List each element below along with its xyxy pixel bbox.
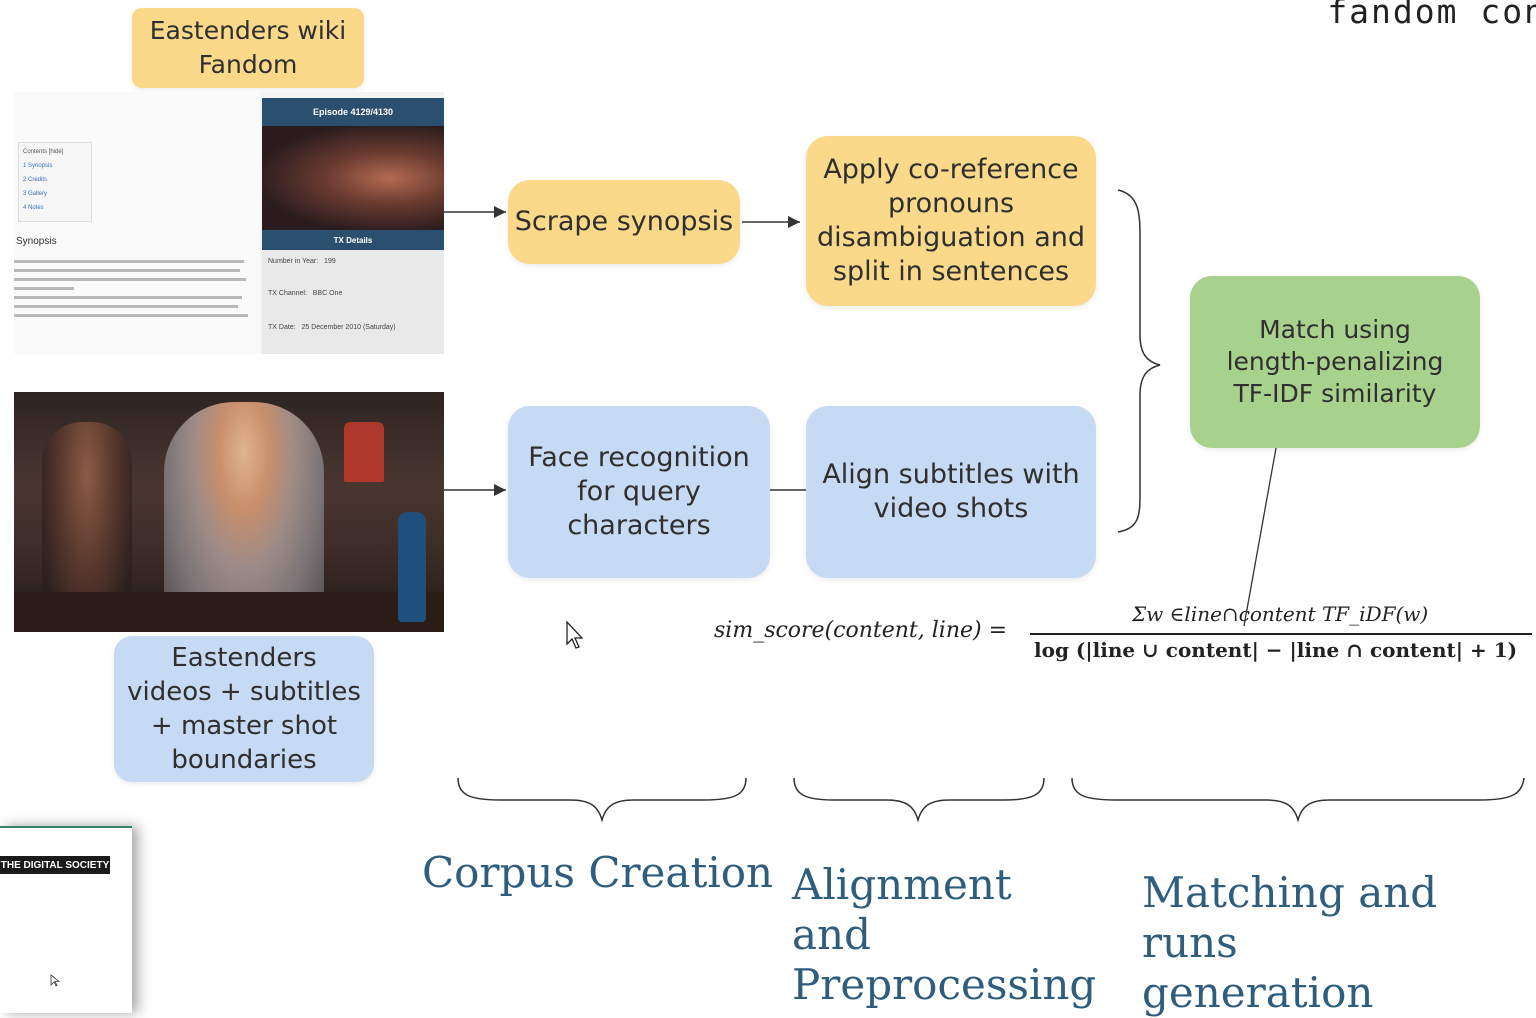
cursor-icon xyxy=(566,620,584,649)
tx-row: TX Channel: BBC One xyxy=(268,290,343,297)
brace-alignment xyxy=(793,777,1045,823)
bar-counter-shape xyxy=(14,592,444,632)
top-right-caption: fandom con xyxy=(1327,0,1536,31)
brace-matching xyxy=(1071,777,1525,823)
line-match-to-formula xyxy=(1243,447,1277,627)
toc-title: Contents [hide] xyxy=(23,149,64,155)
toc-item: 4 Notes xyxy=(23,205,44,211)
face-recognition-node: Face recognition for query characters xyxy=(508,406,770,578)
toc-item: 1 Synopsis xyxy=(23,163,53,169)
presenter-thumbnail: THE DIGITAL SOCIETY xyxy=(0,826,132,1013)
episode-image xyxy=(262,126,444,230)
wiki-source-label: Eastenders wiki Fandom xyxy=(132,8,364,88)
synopsis-text-lines xyxy=(14,254,254,323)
episode-header: Episode 4129/4130 xyxy=(262,98,444,126)
wiki-page-left: Contents [hide] 1 Synopsis 2 Credits 3 G… xyxy=(14,92,260,354)
bottle-shape xyxy=(398,512,426,622)
tx-row: Number in Year: 199 xyxy=(268,258,336,265)
stage-alignment-preprocessing: Alignment and Preprocessing xyxy=(792,860,1097,1009)
thumbnail-title-bar: THE DIGITAL SOCIETY xyxy=(0,856,110,874)
wiki-toc: Contents [hide] 1 Synopsis 2 Credits 3 G… xyxy=(18,142,92,222)
toc-item: 2 Credits xyxy=(23,177,48,183)
formula-fraction-line xyxy=(1030,633,1532,635)
merge-brace xyxy=(1117,189,1161,533)
lamp-shape xyxy=(344,422,384,482)
stage-corpus-creation: Corpus Creation xyxy=(422,848,774,897)
formula-numerator: Σw ∈line∩content TF_iDF(w) xyxy=(1132,602,1429,626)
tx-details-bar: TX Details xyxy=(262,230,444,250)
video-source-label: Eastenders videos + subtitles + master s… xyxy=(114,636,374,782)
formula-lhs: sim_score(content, line) = xyxy=(714,618,1008,643)
wiki-infobox: Episode 4129/4130 TX Details Number in Y… xyxy=(262,98,444,354)
synopsis-title: Synopsis xyxy=(16,236,57,247)
tx-row: TX Date: 25 December 2010 (Saturday) xyxy=(268,324,396,331)
formula-denominator: log (|line ∪ content| − |line ∩ content|… xyxy=(1034,638,1518,662)
wiki-screenshot: Contents [hide] 1 Synopsis 2 Credits 3 G… xyxy=(14,92,444,354)
stage-matching-runs: Matching and runs generation xyxy=(1142,868,1438,1017)
toc-item: 3 Gallery xyxy=(23,191,48,197)
coreference-node: Apply co-reference pronouns disambiguati… xyxy=(806,136,1096,306)
align-subtitles-node: Align subtitles with video shots xyxy=(806,406,1096,578)
scrape-synopsis-node: Scrape synopsis xyxy=(508,180,740,264)
match-node: Match using length-penalizing TF-IDF sim… xyxy=(1190,276,1480,448)
brace-corpus xyxy=(457,777,747,823)
video-still-image xyxy=(14,392,444,632)
thumbnail-cursor-icon xyxy=(50,974,61,987)
